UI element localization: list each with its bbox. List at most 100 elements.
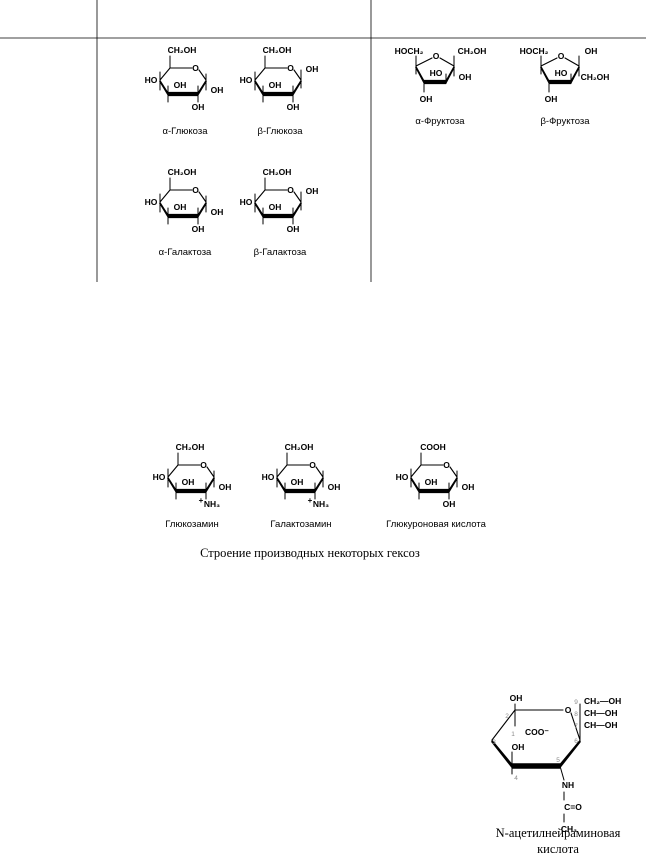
ring-oxygen: O <box>192 185 199 195</box>
bond-o-c1 <box>293 191 302 203</box>
bold-bond-c4-c3 <box>254 201 264 218</box>
substituent-c4: HO <box>240 197 253 207</box>
substituent-c9: CH₂—OH <box>584 696 621 706</box>
substituent-c3-down: OH <box>420 94 433 104</box>
bond-c4-c5 <box>410 464 422 478</box>
bold-bond-c4-c3 <box>423 79 447 85</box>
substituent-c6: COOH <box>420 442 446 452</box>
derivatives-caption: Строение производных некоторых гексоз <box>200 546 420 560</box>
carbon-number: 8 <box>574 711 578 718</box>
substituent-c2: OH <box>443 499 456 509</box>
bold-bond-c3-c2 <box>262 91 294 97</box>
carbon-number: 1 <box>511 731 515 738</box>
substituent-c2: NH₃ <box>313 499 329 509</box>
carbon-number: 4 <box>514 775 518 782</box>
bond-o-c1 <box>198 69 207 81</box>
substituent-c7: CH—OH <box>584 720 618 730</box>
substituent-c3-up: OH <box>174 202 187 212</box>
neuraminic-ring: OOHCOO⁻OHNHC=OCH₃CH₂—OHCH—OHCH—OH1234567… <box>491 693 621 834</box>
substituent-c3-up: OH <box>269 202 282 212</box>
bold-bond-c4-c3 <box>159 79 169 96</box>
substituent-c3-up: OH <box>182 477 195 487</box>
substituent-c1: OH <box>306 186 319 196</box>
label-alpha-galactose: α-Галактоза <box>158 247 212 258</box>
substituent-c3-up: HO <box>430 68 443 78</box>
substituent-c3-up: OH <box>174 80 187 90</box>
substituent-carbonyl: C=O <box>564 802 582 812</box>
substituent-c1: OH <box>585 46 598 56</box>
ring-oxygen: O <box>565 705 572 715</box>
substituent-c6: CH₂OH <box>176 442 205 452</box>
bond-o-c1 <box>198 191 207 203</box>
label-beta-galactose: β-Галактоза <box>253 247 307 258</box>
substituent-c4: HO <box>145 197 158 207</box>
label-glucuronic-acid: Глюкуроновая кислота <box>386 519 486 530</box>
substituent-c1: OH <box>211 85 224 95</box>
ring-oxygen: O <box>287 63 294 73</box>
substituent-c4: HO <box>262 472 275 482</box>
substituent-c4: HO <box>240 75 253 85</box>
bond-c4-c5 <box>167 464 179 478</box>
bold-bond-c2-c1 <box>197 79 207 96</box>
substituent-c1: CH₂OH <box>458 46 487 56</box>
substituent-c6: CH₂OH <box>168 45 197 55</box>
table-grid <box>0 0 646 282</box>
label-alpha-glucose: α-Глюкоза <box>162 126 208 137</box>
substituent-c3-down: OH <box>545 94 558 104</box>
substituent-c6: CH₂OH <box>263 45 292 55</box>
bond-c4-c5 <box>254 189 266 203</box>
bond-c3-c2 <box>491 709 516 741</box>
bond-o-c2 <box>439 57 455 67</box>
bold-bond-c4-c3 <box>167 476 177 493</box>
substituent-c2-oh: OH <box>510 693 523 703</box>
ring-oxygen: O <box>200 460 207 470</box>
pyranose-structures: O CH₂OH HO OH OH OH O CH₂OH HO OH OH OH O CH₂OH HO OH OH… <box>145 45 319 234</box>
bold-bond-c4-c5 <box>511 763 561 769</box>
bold-bond-c2-c1 <box>197 201 207 218</box>
bond-o-c2 <box>564 57 580 67</box>
substituent-c2: OH <box>287 102 300 112</box>
bold-bond-c2-c1 <box>314 476 324 493</box>
bond-c4-c5 <box>159 67 171 81</box>
ring-oxygen: O <box>287 185 294 195</box>
bold-bond-c2-c1 <box>448 476 458 493</box>
bold-bond-c3-c2 <box>418 488 450 494</box>
bold-bond-c3-c2 <box>445 65 455 84</box>
substituent-c4-oh: OH <box>512 742 525 752</box>
substituent-c1: OH <box>328 482 341 492</box>
label-beta-fructose: β-Фруктоза <box>540 116 590 127</box>
pyranose-ring: O CH₂OH HO OH OH OH <box>240 45 319 112</box>
bond-c5-n <box>559 765 565 781</box>
substituent-c3-up: HO <box>555 68 568 78</box>
substituent-c3-up: OH <box>425 477 438 487</box>
bold-bond-c4-c3 <box>254 79 264 96</box>
bold-bond-c3-c2 <box>175 488 207 494</box>
bold-bond-c4-c3 <box>159 201 169 218</box>
substituent-nh: NH <box>562 780 574 790</box>
substituent-c1: OH <box>462 482 475 492</box>
substituent-c2: OH <box>192 102 205 112</box>
bold-bond-c5-c4 <box>540 65 550 84</box>
bold-bond-c3-c2 <box>167 213 199 219</box>
charge-plus: + <box>199 496 204 505</box>
bold-bond-c4-c3 <box>276 476 286 493</box>
substituent-c3-up: OH <box>269 80 282 90</box>
bold-bond-c4-c3 <box>410 476 420 493</box>
carbon-number: 2 <box>505 713 509 720</box>
substituent-c1: OH <box>211 207 224 217</box>
substituent-c1: OH <box>306 64 319 74</box>
substituent-c6: CH₂OH <box>263 167 292 177</box>
substituent-c6: CH₂OH <box>285 442 314 452</box>
bold-bond-c3-c2 <box>167 91 199 97</box>
bond-o-c1 <box>206 466 215 478</box>
bond-o-c1 <box>293 69 302 81</box>
